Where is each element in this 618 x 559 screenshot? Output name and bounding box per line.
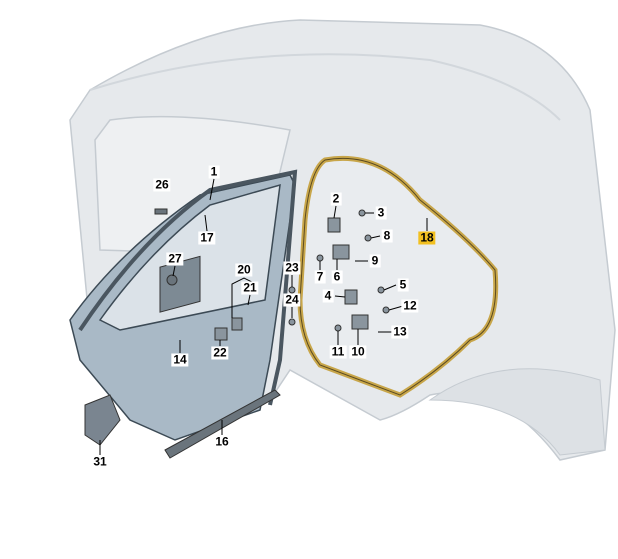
roof-line (89, 53, 561, 121)
callout-4[interactable]: 4 (322, 288, 334, 303)
hinge-parts (214, 209, 390, 341)
callout-9[interactable]: 9 (369, 253, 381, 268)
grommet (166, 274, 178, 286)
callout-10[interactable]: 10 (349, 344, 367, 359)
callout-27[interactable]: 27 (166, 251, 184, 266)
callout-2[interactable]: 2 (330, 191, 342, 206)
callout-13[interactable]: 13 (391, 324, 409, 339)
callout-3[interactable]: 3 (375, 205, 387, 220)
door-check-bracket (84, 394, 121, 446)
callout-22[interactable]: 22 (211, 345, 229, 360)
callout-11[interactable]: 11 (329, 344, 347, 359)
callout-7[interactable]: 7 (314, 269, 326, 284)
door-seal (78, 169, 298, 406)
callout-20[interactable]: 20 (235, 262, 253, 277)
leader-lines (99, 178, 428, 455)
callout-1[interactable]: 1 (208, 164, 220, 179)
door-window-frame (98, 183, 281, 331)
door-cap (154, 208, 168, 215)
callout-18[interactable]: 18 (418, 230, 436, 245)
callout-8[interactable]: 8 (381, 228, 393, 243)
callout-6[interactable]: 6 (331, 269, 343, 284)
callout-21[interactable]: 21 (241, 280, 259, 295)
callout-14[interactable]: 14 (171, 352, 189, 367)
callout-23[interactable]: 23 (283, 260, 301, 275)
callout-12[interactable]: 12 (401, 298, 419, 313)
callout-26[interactable]: 26 (153, 177, 171, 192)
callout-24[interactable]: 24 (283, 292, 301, 307)
callout-31[interactable]: 31 (91, 454, 109, 469)
wheel-arch (428, 368, 606, 456)
callout-5[interactable]: 5 (397, 277, 409, 292)
callout-17[interactable]: 17 (198, 230, 216, 245)
callout-16[interactable]: 16 (213, 434, 231, 449)
